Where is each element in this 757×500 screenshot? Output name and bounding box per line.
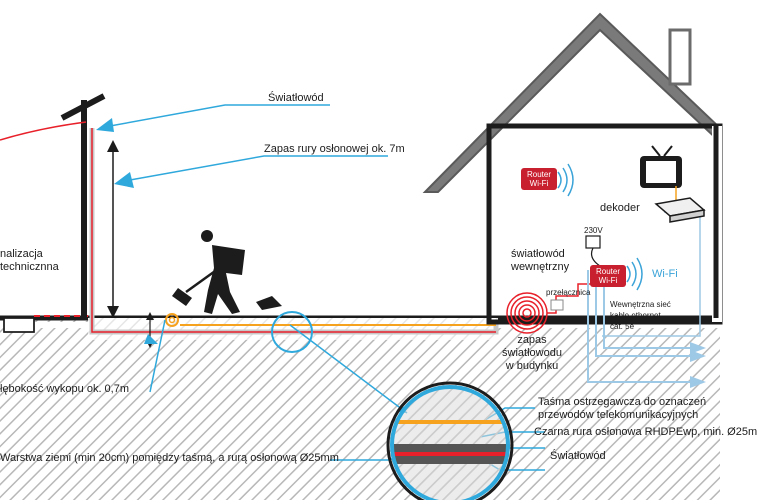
zoom-origin-circle	[271, 311, 313, 353]
fiber-line	[91, 128, 496, 333]
router-top-line2: Wi-Fi	[529, 179, 549, 188]
chimney	[668, 28, 692, 86]
ethernet-cable-2	[603, 270, 690, 349]
label-lan-line3: cat. 5e	[610, 322, 635, 331]
wifi-waves-top	[557, 163, 574, 197]
label-reserve-line1: zapas	[517, 334, 547, 346]
label-sewer-line2: technicznna	[0, 261, 59, 273]
conduit-pipe	[89, 128, 499, 335]
cable-arrow-1	[690, 350, 706, 362]
label-sewer-line1: nalizacja	[0, 248, 43, 260]
cross-section-lens-ring	[390, 385, 510, 500]
cable-arrow-3	[690, 376, 706, 388]
label-switch: przełącznica	[546, 288, 591, 297]
label-conduit: Czarna rura osłonowa RHDPEwp, min. Ø25m	[534, 426, 757, 438]
label-tape-line2: przewodów telekomunikacyjnych	[538, 409, 699, 421]
label-indoor-fiber-line1: światłowód	[511, 248, 565, 260]
ethernet-cable-1	[595, 270, 690, 357]
label-conduit-reserve: Zapas rury osłonowej ok. 7m	[264, 143, 405, 155]
label-lan-line2: kable ethernet	[610, 311, 661, 320]
label-reserve-line3: w budynku	[505, 360, 559, 372]
label-tape-line1: Taśma ostrzegawcza do oznaczeń	[538, 396, 707, 408]
label-depth: łębokość wykopu ok. 0,7m	[0, 383, 130, 395]
label-soil-layer: Warstwa ziemi (min 20cm) pomiędzy taśmą,…	[0, 452, 339, 464]
tape-coil-inner	[168, 316, 176, 324]
patch-panel	[550, 299, 564, 311]
ethernet-cable-3	[587, 270, 690, 383]
router-main-line2: Wi-Fi	[598, 276, 618, 285]
cross-section-lens-rim	[386, 381, 514, 500]
ground-hatch	[0, 318, 720, 500]
installation-diagram	[0, 12, 723, 500]
indoor-fiber	[547, 283, 596, 314]
tape-coil	[165, 313, 179, 327]
label-fiber-bottom: Światłowód	[550, 450, 606, 462]
pole-crossarm	[60, 93, 106, 121]
power-socket	[585, 235, 601, 249]
height-arrow-top	[107, 140, 119, 152]
label-lan-line1: Wewnętrzna sieć	[610, 300, 671, 309]
worker-icon	[172, 230, 282, 314]
router-top-line1: Router	[526, 170, 551, 179]
wifi-waves-main	[626, 257, 643, 291]
sewer-box	[3, 317, 35, 333]
router-main-badge: Router Wi-Fi	[590, 265, 626, 287]
utility-pole	[81, 100, 87, 320]
label-fiber-top: Światłowód	[268, 92, 324, 104]
router-main-line1: Router	[595, 267, 620, 276]
diagram-canvas: Światłowód Zapas rury osłonowej ok. 7m n…	[0, 12, 757, 500]
label-voltage: 230V	[584, 226, 603, 235]
sewer-box-body	[3, 317, 35, 333]
label-reserve-line2: światłowodu	[502, 347, 562, 359]
label-wifi: Wi-Fi	[652, 268, 678, 280]
cable-arrow-2	[690, 342, 706, 354]
label-decoder: dekoder	[600, 202, 640, 214]
height-arrow-bottom	[107, 306, 119, 318]
decoder-box-icon	[654, 197, 706, 223]
router-top-badge: Router Wi-Fi	[521, 168, 557, 190]
tv-icon	[640, 145, 682, 200]
power-cord	[590, 247, 601, 267]
cross-section-lens	[392, 387, 508, 500]
aerial-fiber	[0, 121, 87, 141]
label-indoor-fiber-line2: wewnętrzny	[511, 261, 570, 273]
depth-arrow-top	[146, 312, 154, 320]
